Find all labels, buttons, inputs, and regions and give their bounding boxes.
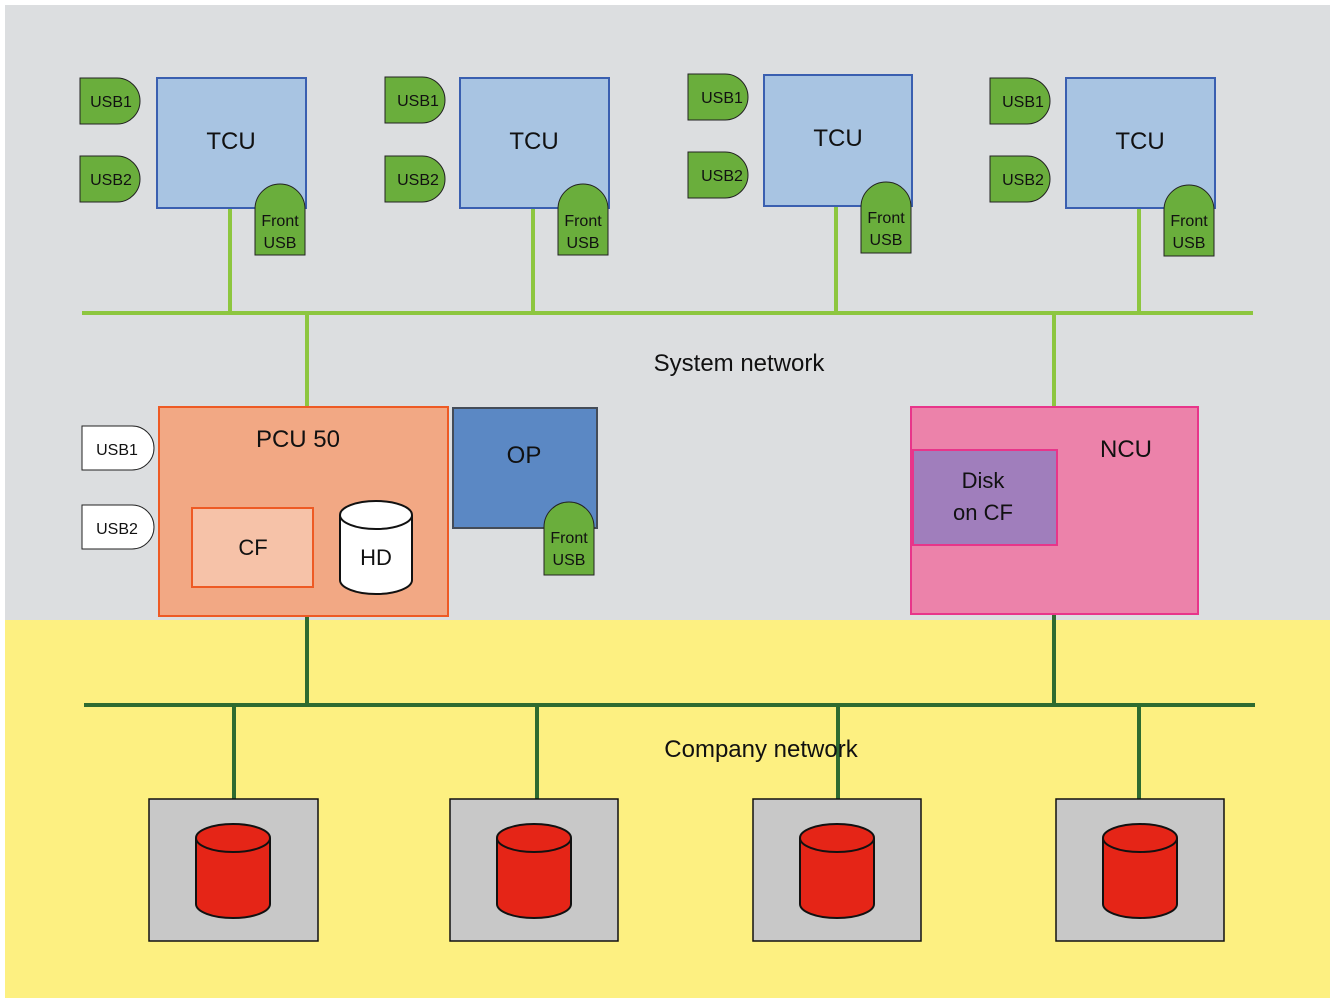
server (752, 798, 922, 942)
hard-disk-icon (339, 500, 413, 595)
front-usb-port-icon (254, 183, 306, 256)
database-icon (496, 823, 572, 919)
company-network-label: Company network (664, 736, 858, 763)
front-usb-line-2: USB (1173, 235, 1206, 252)
usb1-port-icon (687, 73, 749, 121)
front-usb-line-1: Front (867, 210, 905, 227)
usb1-port-icon (384, 76, 446, 124)
database-icon (195, 823, 271, 919)
pcu-usb2-label: USB2 (96, 521, 138, 538)
tcu-unit: TCU USB1 USB2 Front USB (687, 73, 913, 254)
usb2-label: USB2 (90, 172, 132, 189)
usb1-label: USB1 (701, 90, 743, 107)
pcu-usb1-label: USB1 (96, 442, 138, 459)
cf-card (191, 507, 314, 588)
tcu-unit: TCU USB1 USB2 Front USB (989, 77, 1216, 257)
server (1055, 798, 1225, 942)
op-unit: OP Front USB (452, 407, 598, 576)
usb2-port-icon (79, 155, 141, 203)
op-label: OP (507, 442, 542, 469)
front-usb-line-1: Front (1170, 213, 1208, 230)
front-usb-line-1: Front (261, 213, 299, 230)
op-front-usb-line-2: USB (553, 552, 586, 569)
tcu-unit: TCU USB1 USB2 Front USB (384, 76, 610, 256)
usb2-port-icon (989, 155, 1051, 203)
server (148, 798, 319, 942)
usb2-label: USB2 (1002, 172, 1044, 189)
usb1-label: USB1 (1002, 94, 1044, 111)
front-usb-port-icon (860, 181, 912, 254)
usb2-port-icon (384, 155, 446, 203)
disk-label-line-2: on CF (953, 500, 1013, 525)
tcu-label: TCU (206, 128, 255, 155)
company-network-lines (84, 614, 1255, 799)
system-network-lines (82, 206, 1253, 407)
usb1-label: USB1 (397, 93, 439, 110)
usb1-port-icon (79, 77, 141, 125)
usb2-port-icon (81, 504, 155, 550)
tcu-unit: TCU USB1 USB2 Front USB (79, 77, 307, 256)
database-icon (1102, 823, 1178, 919)
server (449, 798, 619, 942)
cf-label: CF (238, 535, 267, 560)
tcu-label: TCU (1115, 128, 1164, 155)
system-network-label: System network (654, 350, 826, 377)
usb2-label: USB2 (701, 168, 743, 185)
usb1-port-icon (989, 77, 1051, 125)
front-usb-port-icon (543, 501, 595, 576)
tcu-label: TCU (813, 125, 862, 152)
usb2-port-icon (687, 151, 749, 199)
op-front-usb-line-1: Front (550, 530, 588, 547)
ncu-label: NCU (1100, 436, 1152, 463)
front-usb-port-icon (557, 183, 609, 256)
disk-on-cf-box (912, 449, 1058, 546)
pcu-unit: PCU 50 CF HD (158, 406, 449, 617)
front-usb-line-2: USB (870, 232, 903, 249)
usb1-label: USB1 (90, 94, 132, 111)
database-icon (799, 823, 875, 919)
usb1-port-icon (81, 425, 155, 471)
hd-label: HD (360, 545, 392, 570)
usb2-label: USB2 (397, 172, 439, 189)
front-usb-line-1: Front (564, 213, 602, 230)
disk-label-line-1: Disk (962, 468, 1006, 493)
front-usb-line-2: USB (567, 235, 600, 252)
tcu-label: TCU (509, 128, 558, 155)
ncu-unit: NCU Disk on CF (910, 406, 1199, 615)
front-usb-line-2: USB (264, 235, 297, 252)
pcu-label: PCU 50 (256, 426, 340, 453)
front-usb-port-icon (1163, 184, 1215, 257)
